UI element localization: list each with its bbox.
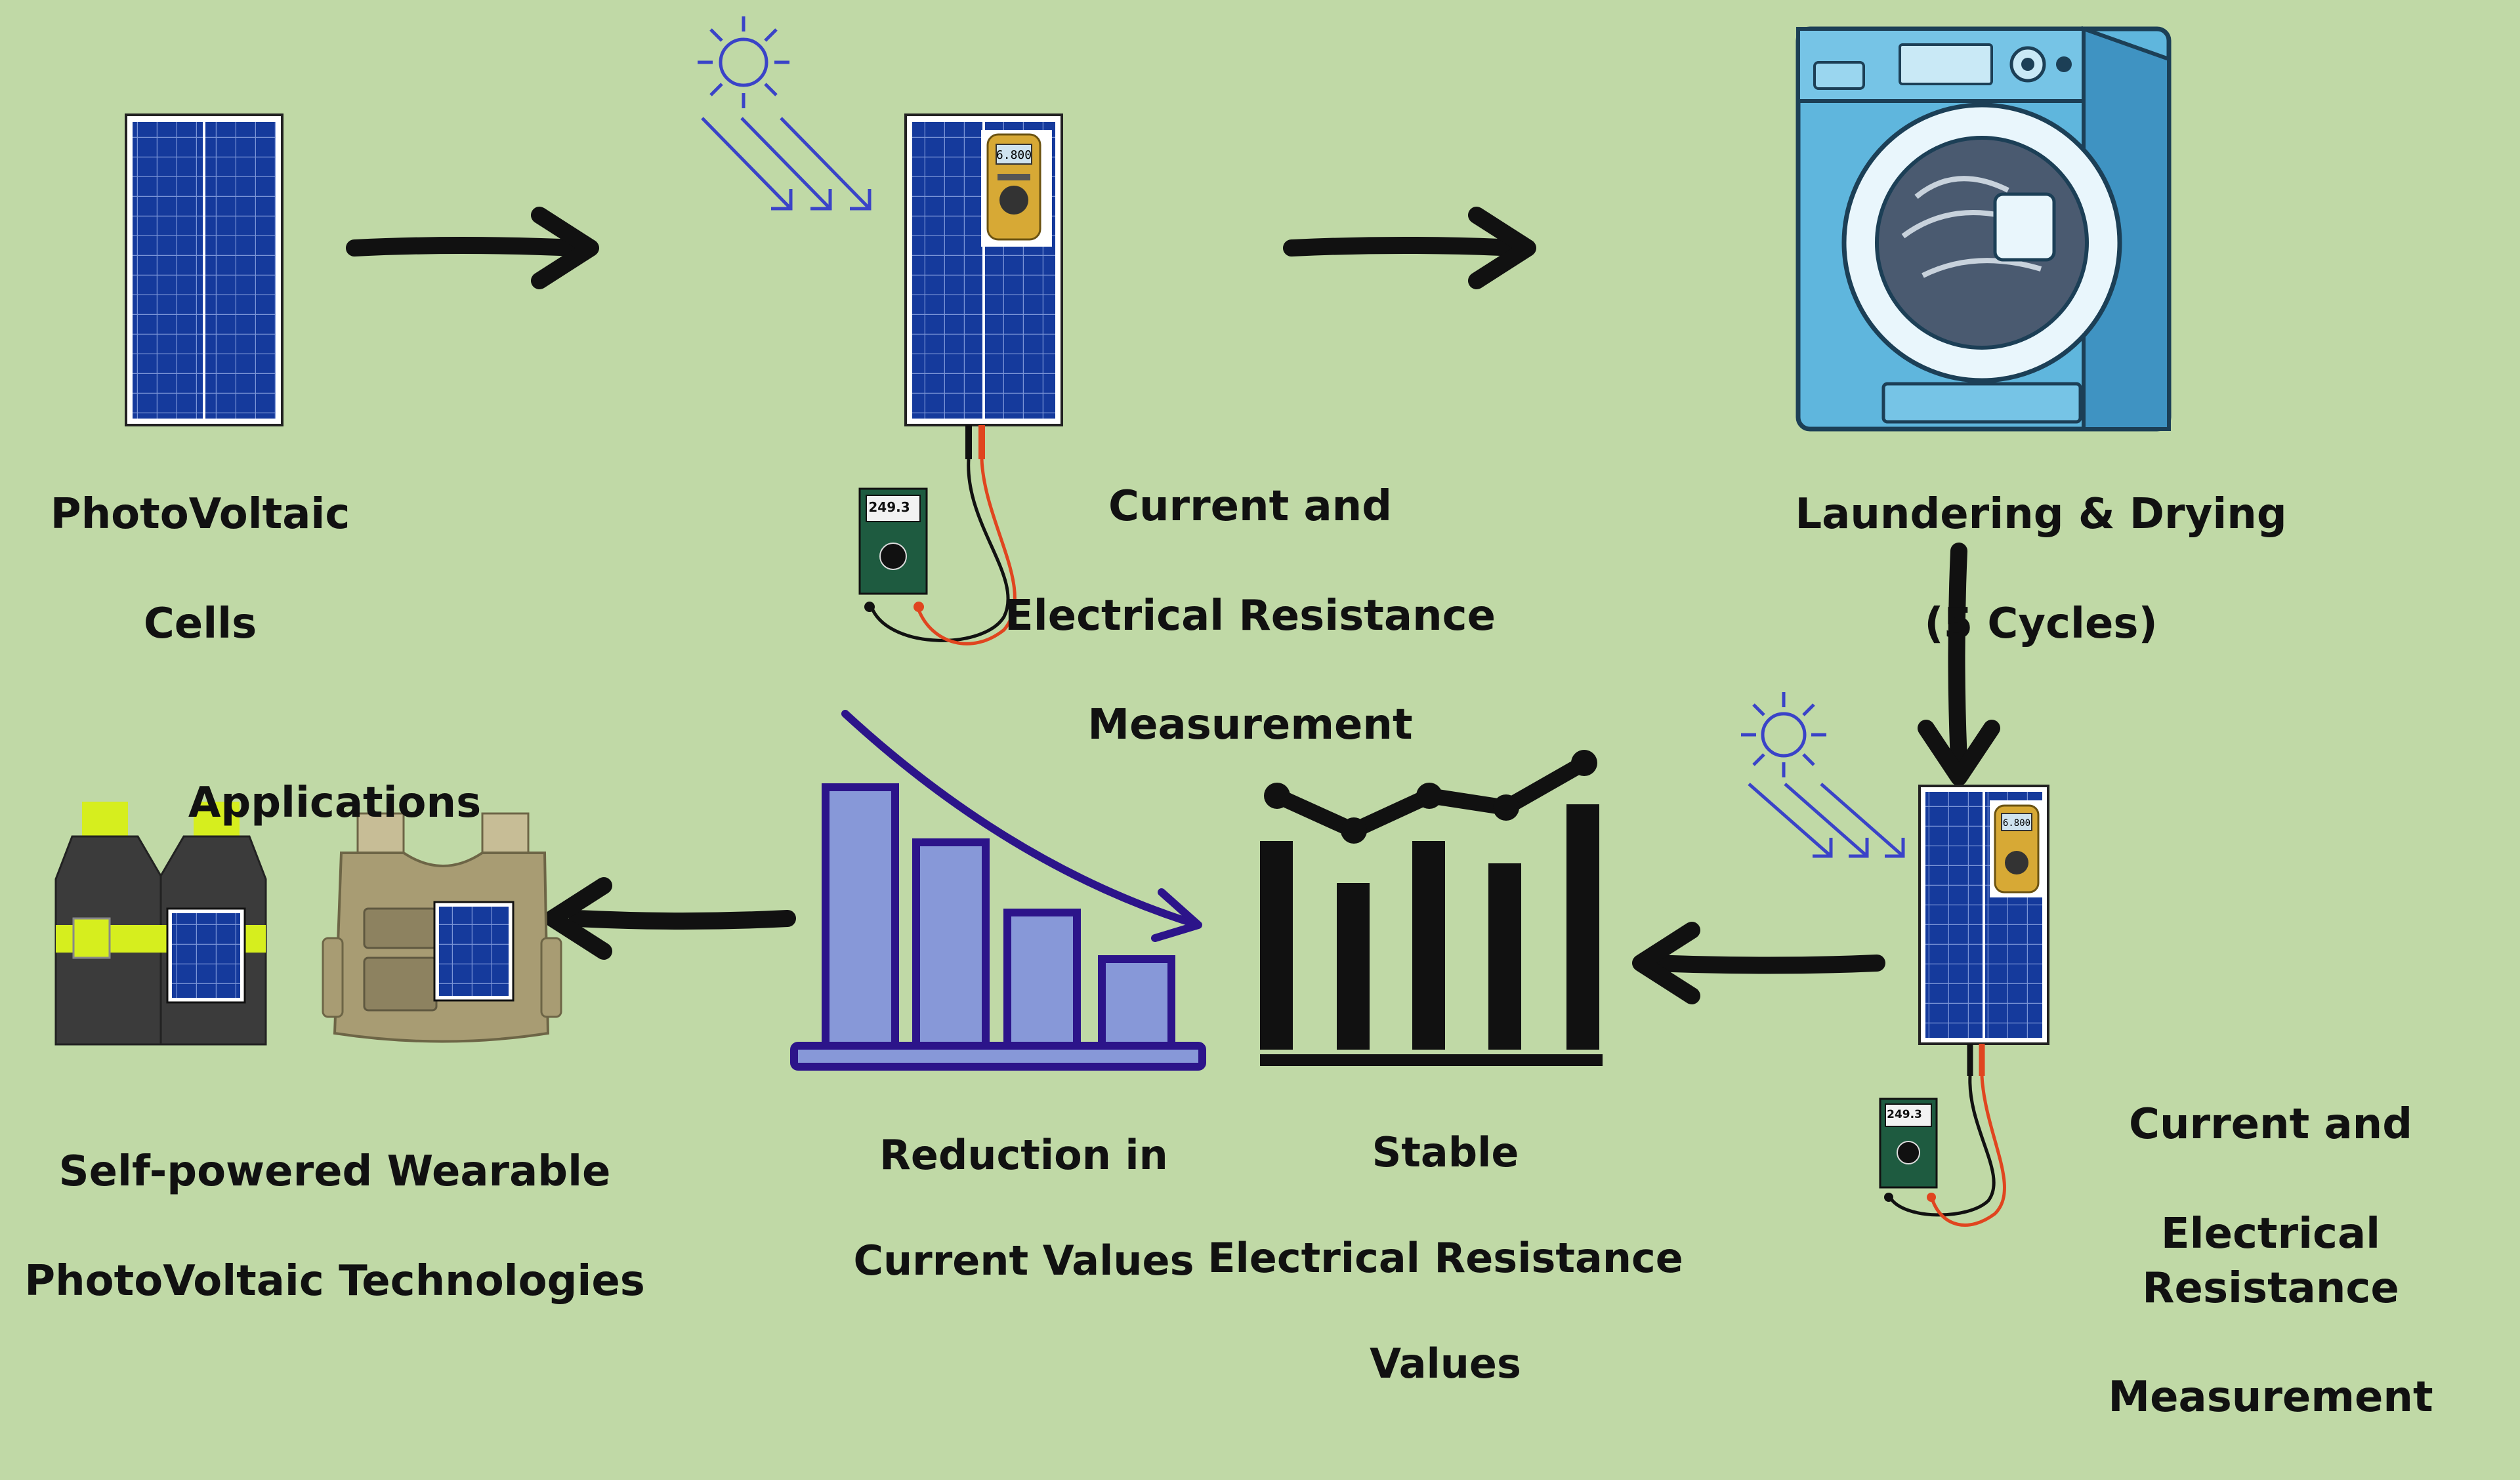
multimeter-icon: 6.800 <box>1990 800 2046 897</box>
vest-icon <box>322 812 562 1043</box>
laundering-label: Laundering & Drying (5 Cycles) <box>1772 433 2310 706</box>
label-line: PhotoVoltaic <box>50 490 350 539</box>
label-line: Measurement <box>2108 1373 2433 1422</box>
label-line: Self-powered Wearable <box>58 1147 611 1197</box>
wearable-tech-label: Self-powered Wearable PhotoVoltaic Techn… <box>20 1090 650 1363</box>
label-line: Current Values <box>853 1236 1194 1285</box>
label-line: Values <box>1370 1339 1521 1388</box>
pv-cells-panel-icon <box>125 113 284 426</box>
arrow-icon <box>1283 207 1536 289</box>
arrow-icon <box>1918 543 2000 786</box>
line-chart-icon <box>1260 750 1603 1066</box>
applications-label: Applications <box>131 722 538 886</box>
vest-icon <box>54 802 267 1046</box>
label-line: Current and <box>2128 1100 2413 1149</box>
label-line: Applications <box>188 779 482 828</box>
yellow-meter-reading: 6.800 <box>2003 818 2030 829</box>
label-line: Reduction in <box>879 1130 1168 1179</box>
label-line: Cells <box>143 599 257 648</box>
small-meter-reading: 249.3 <box>1887 1108 1922 1121</box>
label-line: Stable <box>1372 1128 1519 1176</box>
probe-wires <box>871 425 1017 646</box>
diagram-svg: 6.800 249.3 <box>54 16 2172 1227</box>
diagram-canvas: 6.800 249.3 <box>24 16 2433 1422</box>
stable-resistance-label: Stable Electrical Resistance Values <box>1201 1073 1690 1443</box>
sun-icon <box>698 16 872 211</box>
label-line: (5 Cycles) <box>1924 599 2158 648</box>
reduction-current-label: Reduction in Current Values <box>820 1076 1227 1340</box>
arrow-icon <box>1632 922 1885 1004</box>
pv-cells-label: PhotoVoltaic Cells <box>26 433 374 706</box>
bar-chart-icon <box>790 710 1206 1071</box>
multimeter-icon: 249.3 <box>858 487 928 612</box>
measurement-label-top: Current and Electrical Resistance Measur… <box>1004 425 1496 807</box>
arrow-icon <box>544 877 796 960</box>
label-line: PhotoVoltaic Technologies <box>24 1256 645 1305</box>
small-meter-reading: 249.3 <box>868 499 910 515</box>
arrow-icon <box>346 207 599 289</box>
multimeter-icon: 249.3 <box>1879 1098 1938 1202</box>
label-line: Electrical Resistance <box>1208 1233 1683 1282</box>
measurement-label-bottom: Current and Electrical Resistance Measur… <box>2028 1043 2513 1480</box>
yellow-meter-reading: 6.800 <box>996 148 1032 162</box>
label-line: Laundering & Drying <box>1795 490 2287 539</box>
label-line: Electrical Resistance <box>1005 591 1496 640</box>
label-line: Electrical Resistance <box>2142 1209 2399 1313</box>
sun-icon <box>1741 692 1905 858</box>
label-line: Measurement <box>1087 700 1413 749</box>
probe-wires <box>1888 1044 2006 1227</box>
washing-machine-icon <box>1796 26 2172 432</box>
multimeter-icon: 6.800 <box>981 130 1052 247</box>
label-line: Current and <box>1108 482 1393 531</box>
